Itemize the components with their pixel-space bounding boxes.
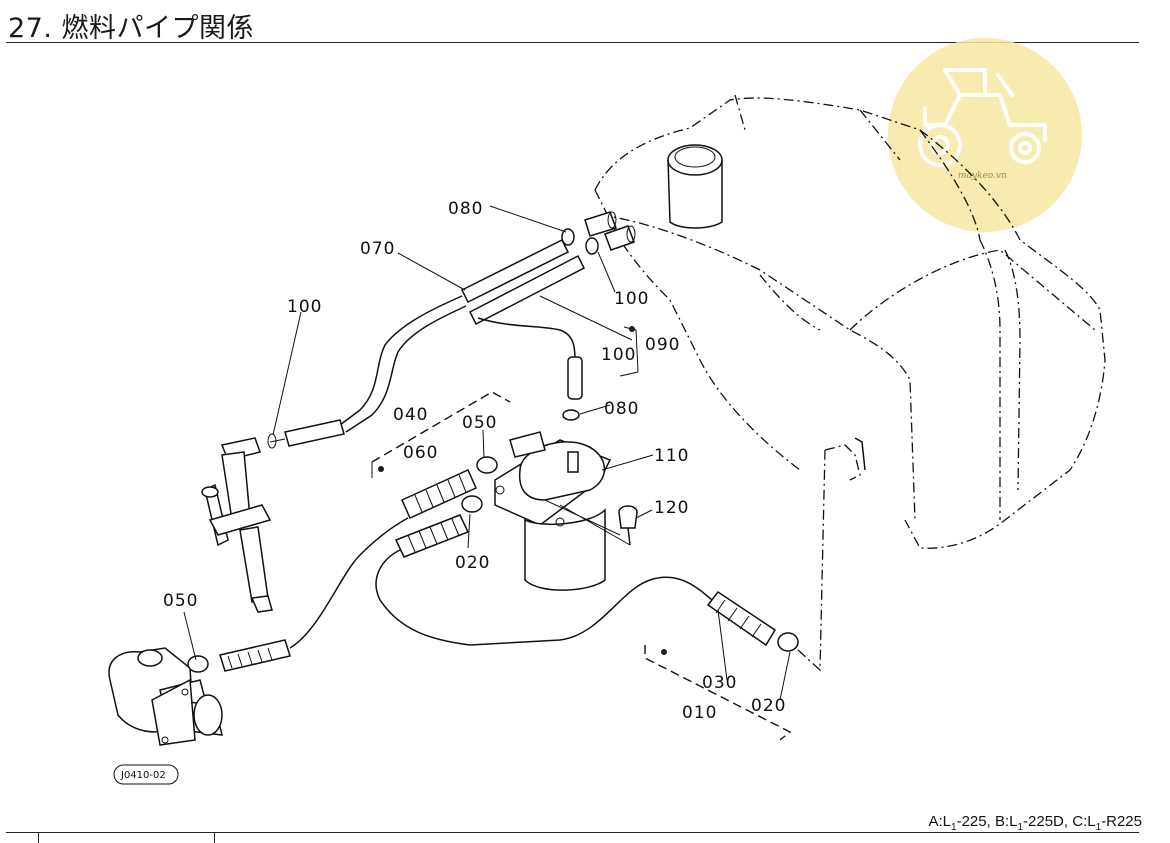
callout-090: 090 — [645, 335, 680, 355]
callout-060: 060 — [403, 443, 438, 463]
logo-text: maykeo.vn — [958, 171, 1007, 181]
callout-050-left: 050 — [163, 591, 198, 611]
model-c-prefix: C:L — [1072, 813, 1096, 830]
model-b-sub: 1 — [1017, 822, 1024, 833]
callout-070: 070 — [360, 239, 395, 259]
callout-020-bottom: 020 — [751, 696, 786, 716]
model-c-suffix: -R225 — [1101, 813, 1142, 830]
callout-010: 010 — [682, 703, 717, 723]
callout-030: 030 — [702, 673, 737, 693]
pipe-090 — [477, 317, 583, 400]
model-b-suffix: -225D, — [1023, 813, 1069, 830]
table-divider — [38, 833, 39, 843]
model-a-prefix: A:L — [928, 813, 952, 830]
callout-080-top: 080 — [448, 199, 483, 219]
return-line — [267, 295, 467, 449]
tractor-icon — [918, 68, 1047, 167]
bolt-120 — [618, 505, 638, 546]
feed-pump — [108, 647, 223, 746]
model-b-prefix: B:L — [994, 813, 1018, 830]
callout-080-mid: 080 — [604, 399, 639, 419]
hose-pump-side — [187, 517, 409, 673]
maykeo-logo: maykeo.vn — [888, 38, 1082, 232]
hose-070 — [460, 238, 586, 326]
callout-110: 110 — [654, 446, 689, 466]
fuel-tank — [594, 94, 1106, 549]
callout-100-bracket: 100 — [601, 345, 636, 365]
model-c-sub: 1 — [1095, 822, 1102, 833]
callout-050-top: 050 — [462, 413, 497, 433]
clamps-080 — [561, 228, 599, 421]
callout-020-left: 020 — [455, 553, 490, 573]
table-divider — [214, 833, 215, 843]
leader-lines — [183, 205, 791, 701]
hose-030 — [706, 449, 826, 672]
drawing-code-label: J0410-02 — [113, 764, 179, 785]
model-applicability-note: A:L1-225, B:L1-225D, C:L1-R225 — [929, 813, 1143, 833]
callouts: 080 070 100 100 090 100 080 040 050 060 … — [163, 199, 786, 723]
model-a-sub: 1 — [951, 822, 957, 833]
parts-table-top-edge — [6, 832, 1139, 843]
drawing-code-text: J0410-02 — [120, 770, 166, 781]
callout-100-left: 100 — [287, 297, 322, 317]
tank-outlets — [584, 211, 636, 251]
title-rule — [6, 42, 1139, 43]
hose-060 — [375, 456, 713, 646]
callout-120: 120 — [654, 498, 689, 518]
page-title: 27. 燃料パイプ関係 — [8, 13, 255, 44]
model-a-suffix: -225, — [956, 813, 991, 830]
fuel-filter — [494, 431, 631, 591]
callout-040: 040 — [393, 405, 428, 425]
callout-100-right: 100 — [614, 289, 649, 309]
injector — [201, 437, 273, 613]
logo-circle — [888, 38, 1082, 232]
